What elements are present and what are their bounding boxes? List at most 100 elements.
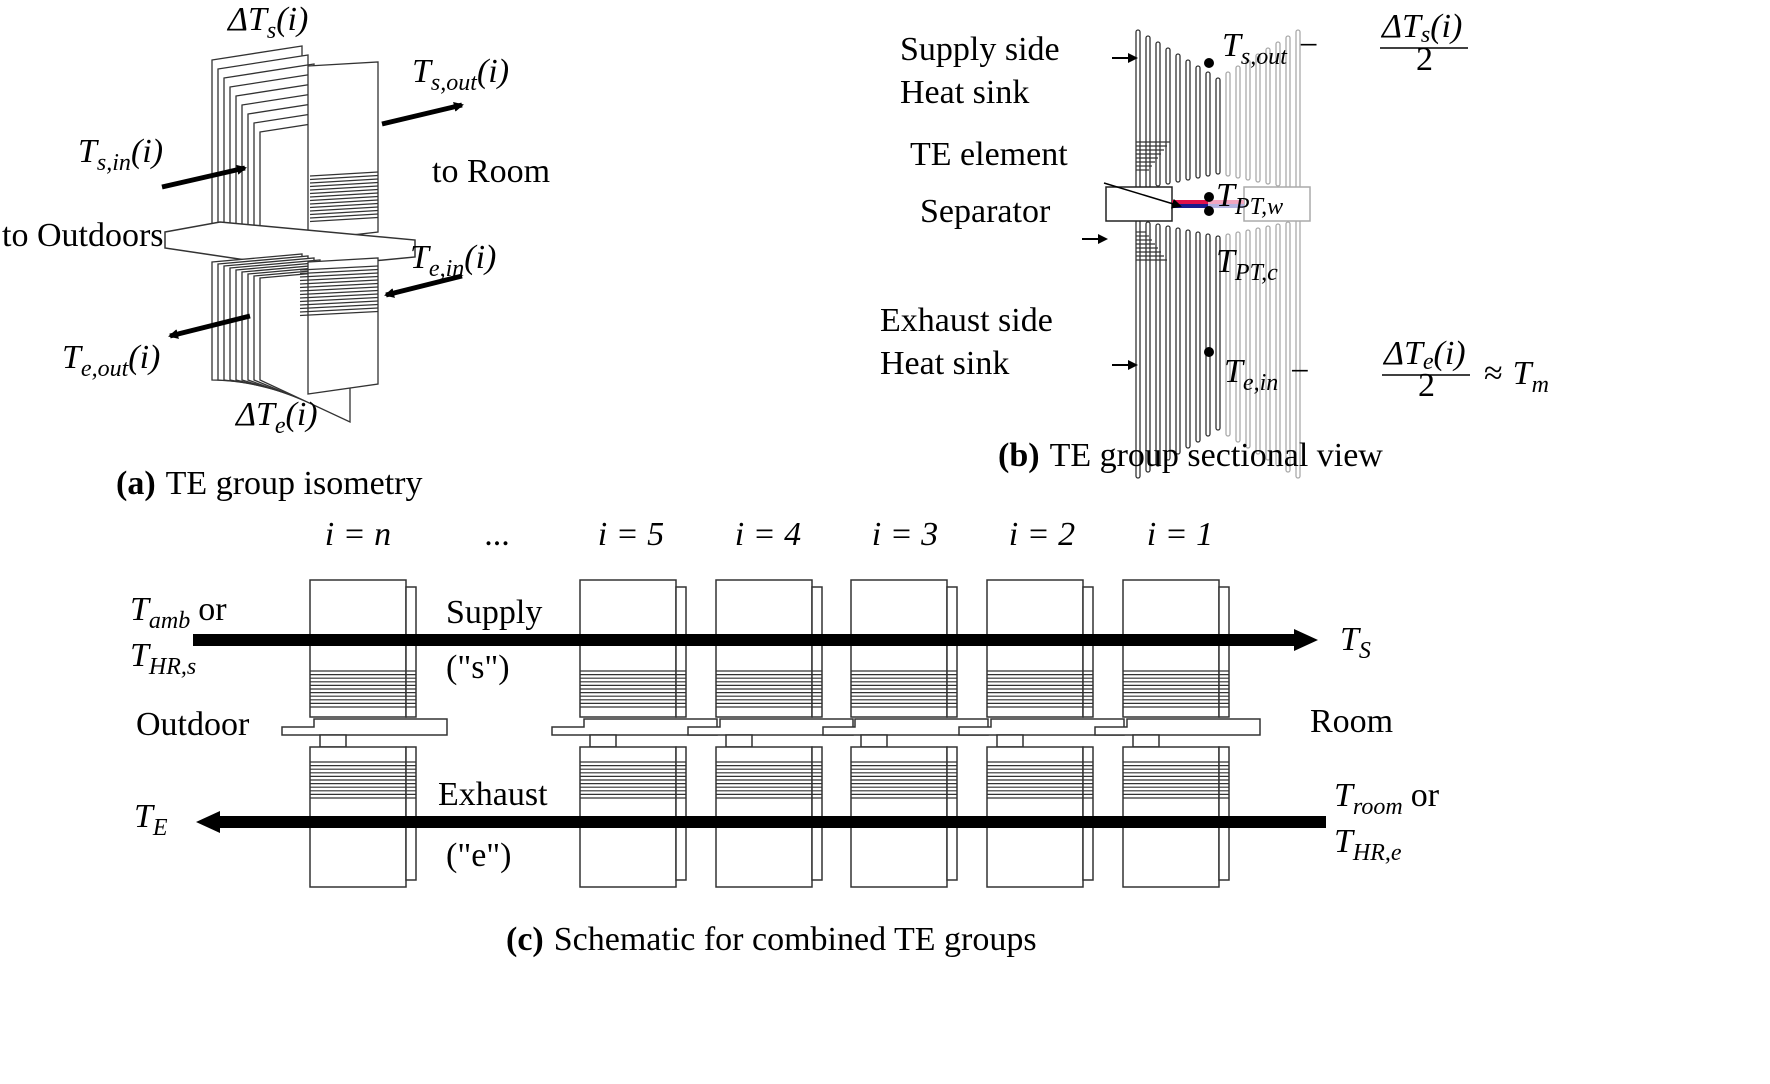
exhaust-fin-edge <box>299 265 379 271</box>
supply-code-label: ("s") <box>446 649 510 686</box>
te-element-block <box>860 734 888 748</box>
supply-section-fin <box>1235 65 1241 179</box>
supply-section-fin <box>1265 47 1271 185</box>
supply-section-fin <box>1185 59 1191 181</box>
svg-text:ΔTe(i): ΔTe(i) <box>1382 335 1466 375</box>
supply-side-plate <box>1218 586 1230 718</box>
separator-plate <box>822 718 989 736</box>
supply-fin-edge <box>309 185 379 191</box>
te-group <box>281 579 448 888</box>
te-element-pointer <box>1103 182 1182 209</box>
exhaust-section-fin <box>1275 223 1281 467</box>
exhaust-section-fin <box>1225 233 1231 437</box>
panel-a-caption: (a)TE group isometry <box>116 465 423 502</box>
t-s-label: TS <box>1340 621 1371 664</box>
exhaust-side-plate <box>811 746 823 881</box>
to-outdoors-label: to Outdoors <box>2 217 164 254</box>
supply-section-fin <box>1205 71 1211 177</box>
delta-ts-label: ΔTs(i) <box>226 1 308 44</box>
svg-text:2: 2 <box>1418 367 1435 404</box>
t-hr-s-label: THR,s <box>130 637 196 680</box>
supply-section-fin <box>1255 53 1261 183</box>
supply-section-fin <box>1275 41 1281 187</box>
supply-side-plate <box>811 586 823 718</box>
supply-side-plate <box>1082 586 1094 718</box>
exhaust-section-fin <box>1245 229 1251 449</box>
exhaust-section-fin <box>1235 231 1241 443</box>
panel-b-sectional-view: Supply side Heat sink TE element Separat… <box>880 8 1549 479</box>
supply-heat-sink <box>1122 579 1220 718</box>
te-in-label: Te,in(i) <box>410 239 496 282</box>
ts-in-arrow <box>161 164 247 190</box>
supply-side-plate <box>946 586 958 718</box>
group-index-label: i = 5 <box>598 516 664 553</box>
exhaust-fin-edge <box>299 307 379 313</box>
te-group <box>1094 579 1261 888</box>
exhaust-side-plate <box>405 746 417 881</box>
exhaust-fin-edge <box>299 275 379 282</box>
supply-fin-edge <box>309 195 379 202</box>
supply-side-label: Supply side <box>900 31 1060 68</box>
svg-text:ΔTs(i): ΔTs(i) <box>1380 8 1462 48</box>
supply-heat-sink-isometric <box>211 45 379 261</box>
supply-label: Supply <box>446 594 542 631</box>
group-index-label: i = 3 <box>872 516 938 553</box>
svg-text:2: 2 <box>1416 41 1433 78</box>
exhaust-fin-edge <box>299 293 379 299</box>
exhaust-fin-edge <box>299 289 379 296</box>
exhaust-fin-edge <box>299 279 379 285</box>
supply-section-fin <box>1175 53 1181 183</box>
supply-fin-front-face <box>307 61 379 241</box>
exhaust-fin-front-face <box>307 257 379 395</box>
te-in-point <box>1204 347 1214 357</box>
te-element-cold <box>1172 204 1208 208</box>
supply-section-fin <box>1225 71 1231 177</box>
exhaust-side-plate <box>946 746 958 881</box>
delta-te-label: ΔTe(i) <box>234 396 318 439</box>
supply-fin-edge <box>309 213 379 219</box>
exhaust-fin-edge <box>299 300 379 306</box>
supply-fin-edge <box>309 209 379 216</box>
te-out-arrow <box>168 313 251 339</box>
separator-left <box>1105 186 1173 222</box>
outdoor-label: Outdoor <box>136 706 250 743</box>
tpt-c-label: TPT,c <box>1216 243 1278 286</box>
exhaust-section-fin <box>1255 227 1261 455</box>
tpt-w-label: TPT,w <box>1216 177 1283 220</box>
supply-heat-sink-label: Heat sink <box>900 74 1029 111</box>
exhaust-section-fin <box>1185 229 1191 449</box>
supply-side-plate <box>405 586 417 718</box>
exhaust-fin-edge <box>299 286 379 292</box>
te-group <box>822 579 989 888</box>
exhaust-section-fin <box>1155 223 1161 467</box>
svg-text:≈Tm: ≈Tm <box>1484 355 1549 398</box>
ts-in-label: Ts,in(i) <box>78 133 163 176</box>
exhaust-section-fin <box>1175 227 1181 455</box>
t-hr-e-label: THR,e <box>1334 823 1402 866</box>
panel-b-caption: (b)TE group sectional view <box>998 437 1383 474</box>
separator-plate <box>281 718 448 736</box>
separator-right-faded <box>1243 186 1311 222</box>
te-groups-schematic <box>281 579 1261 888</box>
supply-section-fin <box>1215 77 1221 175</box>
te-element-block <box>1132 734 1160 748</box>
exhaust-fin-edge <box>299 310 379 317</box>
room-label: Room <box>1310 703 1393 740</box>
separator-plate <box>1094 718 1261 736</box>
supply-fin-edge <box>309 178 379 184</box>
supply-heat-sink <box>309 579 407 718</box>
group-index-label: i = n <box>325 516 391 553</box>
panel-a-isometry: ΔTs(i) Ts,out(i) Ts,in(i) to Room to Out… <box>2 1 550 502</box>
exhaust-code-label: ("e") <box>446 837 512 874</box>
heat-sink-fins-section <box>1135 29 1301 479</box>
group-index-label: ... <box>484 516 510 553</box>
supply-fin-edge <box>309 192 379 198</box>
group-index-label: i = 2 <box>1009 516 1075 553</box>
separator-plate <box>958 718 1125 736</box>
panel-c-caption: (c)Schematic for combined TE groups <box>506 921 1037 958</box>
